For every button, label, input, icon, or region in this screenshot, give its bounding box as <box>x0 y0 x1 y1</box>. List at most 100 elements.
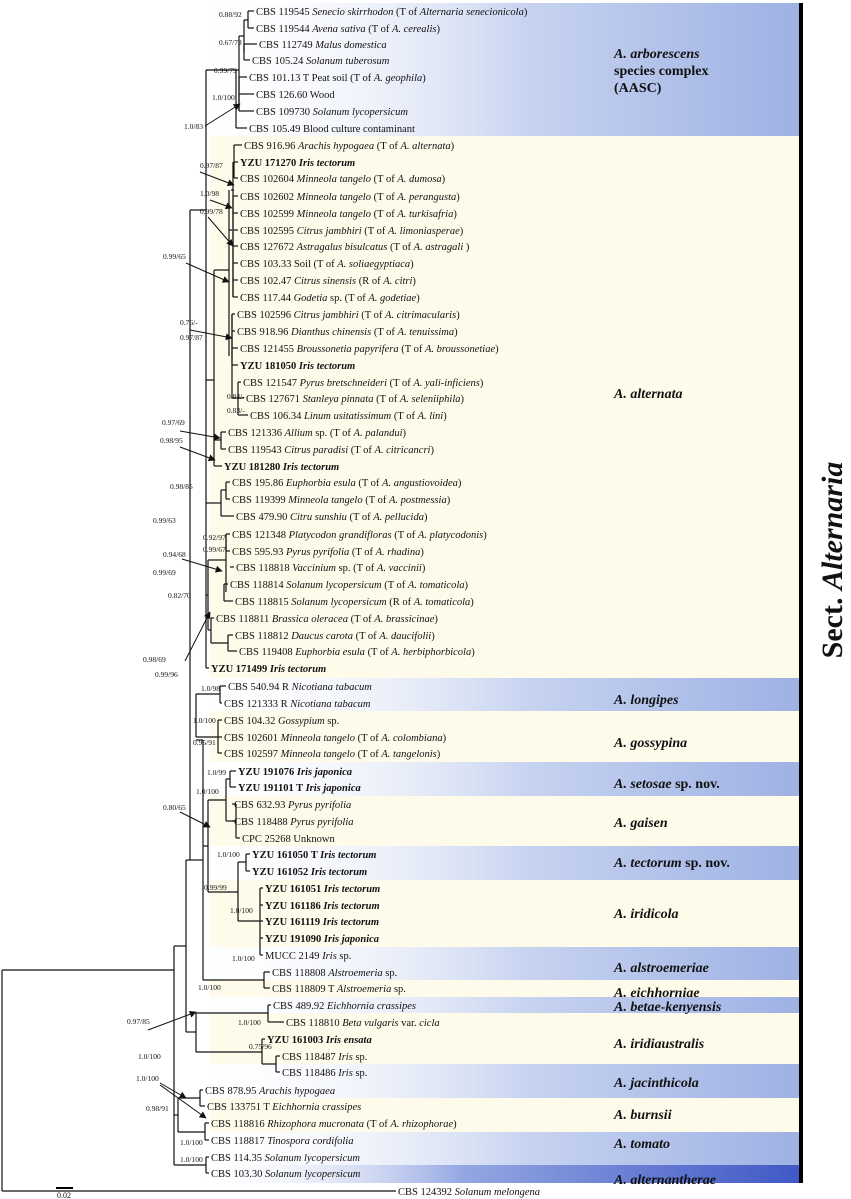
clade-label: A. gossypina <box>613 736 687 751</box>
support-value: 1.0/83 <box>184 122 203 131</box>
leaf-label: CBS 121455 Broussonetia papyrifera (T of… <box>240 344 499 355</box>
support-values: 0.88/92 0.67/73 0.99/79 1.0/100 1.0/83 0.97/8… <box>127 10 272 1164</box>
leaf-label: CBS 121336 Allium sp. (T of A. palandui) <box>228 428 407 439</box>
leaf-label: CBS 118809 T Alstroemeria sp. <box>272 984 406 995</box>
leaf-label: CBS 119543 Citrus paradisi (T of A. citr… <box>228 445 434 456</box>
clade-band <box>190 1132 800 1165</box>
leaf-label: CBS 102597 Minneola tangelo (T of A. tan… <box>224 749 441 760</box>
leaf-label: YZU 161003 Iris ensata <box>267 1035 372 1046</box>
support-value: 0.67/73 <box>219 38 242 47</box>
leaf-label: MUCC 2149 Iris sp. <box>265 951 351 962</box>
leaf-label: CBS 105.49 Blood culture contaminant <box>249 124 415 135</box>
scale-label: 0.02 <box>57 1191 71 1199</box>
leaf-label: YZU 171270 Iris tectorum <box>240 158 355 169</box>
leaf-label: CBS 101.13 T Peat soil (T of A. geophila… <box>249 73 426 84</box>
support-value: 1.0/100 <box>198 983 221 992</box>
support-value: 0.99/79 <box>214 66 237 75</box>
support-value: 0.99/69 <box>153 568 176 577</box>
clade-band <box>210 796 800 846</box>
leaf-label: CBS 127672 Astragalus bisulcatus (T of A… <box>240 242 470 253</box>
clade-band <box>190 947 800 980</box>
clade-band <box>210 136 800 678</box>
leaf-label: CBS 127671 Stanleya pinnata (T of A. sel… <box>246 394 465 405</box>
leaf-label: CBS 118486 Iris sp. <box>282 1068 367 1079</box>
clade-band <box>210 980 800 997</box>
support-arrow <box>209 199 233 210</box>
support-value: 1.0/100 <box>217 850 240 859</box>
tree-branches <box>1 10 396 1192</box>
support-value: 0.75/96 <box>249 1042 272 1051</box>
support-arrow <box>189 329 233 341</box>
leaf-label: CBS 119544 Avena sativa (T of A. cereali… <box>256 24 440 35</box>
leaf-label: CBS 489.92 Eichhornia crassipes <box>273 1001 416 1012</box>
support-value: 1.0/100 <box>238 1018 261 1027</box>
leaf-label: CBS 114.35 Solanum lycopersicum <box>211 1153 360 1164</box>
leaf-label: YZU 161050 T Iris tectorum <box>252 850 376 861</box>
clade-label: A. iridicola <box>613 907 679 922</box>
leaf-label: CBS 632.93 Pyrus pyrifolia <box>234 800 351 811</box>
leaf-label: CBS 119408 Euphorbia esula (T of A. herb… <box>239 647 475 658</box>
leaf-label: CBS 118817 Tinospora cordifolia <box>211 1136 353 1147</box>
leaf-label: YZU 161052 Iris tectorum <box>252 867 367 878</box>
leaf-label: CBS 118810 Beta vulgaris var. cicla <box>286 1018 440 1029</box>
leaf-label: YZU 191090 Iris japonica <box>265 934 379 945</box>
support-arrow <box>185 262 230 283</box>
clade-label: A. iridiaustralis <box>613 1037 705 1052</box>
support-value: 0.92/97 <box>203 533 226 542</box>
leaf-label: CBS 106.34 Linum usitatissimum (T of A. … <box>250 411 447 422</box>
support-value: 0.88/92 <box>219 10 242 19</box>
clade-bands <box>190 3 800 1183</box>
leaf-label: CBS 112749 Malus domestica <box>259 40 387 51</box>
support-value: 1.0/100 <box>180 1138 203 1147</box>
support-arrow <box>147 1010 197 1031</box>
support-value: 1.0/99 <box>207 768 226 777</box>
leaf-label: YZU 181280 Iris tectorum <box>224 462 339 473</box>
leaf-label: CPC 25268 Unknown <box>242 834 336 845</box>
leaf-label: CBS 118488 Pyrus pyrifolia <box>234 817 354 828</box>
leaf-label: CBS 105.24 Solanum tuberosum <box>252 56 390 67</box>
leaf-label: CBS 124392 Solanum melongena <box>398 1187 540 1198</box>
leaf-label: CBS 595.93 Pyrus pyrifolia (T of A. rhad… <box>232 547 424 558</box>
clade-label: A. longipes <box>613 693 679 708</box>
clade-band <box>210 880 800 947</box>
leaf-label: CBS 119399 Minneola tangelo (T of A. pos… <box>232 495 451 506</box>
support-value: 1.0/100 <box>212 93 235 102</box>
leaf-label: YZU 171499 Iris tectorum <box>211 664 326 675</box>
leaf-label: CBS 540.94 R Nicotiana tabacum <box>228 682 372 693</box>
leaf-label: CBS 118818 Vaccinium sp. (T of A. vaccin… <box>236 563 426 574</box>
leaf-label: CBS 118811 Brassica oleracea (T of A. br… <box>216 614 438 625</box>
support-arrow <box>179 446 216 462</box>
leaf-label: CBS 102604 Minneola tangelo (T of A. dum… <box>240 174 446 185</box>
support-arrow <box>199 171 235 187</box>
leaf-label: CBS 104.32 Gossypium sp. <box>224 716 339 727</box>
leaf-label: CBS 103.30 Solanum lycopersicum <box>211 1169 361 1180</box>
support-value: 1.0/100 <box>136 1074 159 1083</box>
support-value: 0.98/95 <box>160 436 183 445</box>
support-value: 1.0/100 <box>180 1155 203 1164</box>
leaf-label: CBS 133751 T Eichhornia crassipes <box>207 1102 361 1113</box>
support-value: 0.98/85 <box>170 482 193 491</box>
clade-label: A. setosae sp. nov. <box>613 777 720 792</box>
clade-band <box>190 1165 800 1183</box>
leaf-labels: CBS 119545 Senecio skirrhodon (T of Alte… <box>205 7 540 1198</box>
support-value: 1.0/100 <box>232 954 255 963</box>
support-value: 0.99/67 <box>203 545 226 554</box>
leaf-label: CBS 118808 Alstroemeria sp. <box>272 968 397 979</box>
support-value: 0.94/68 <box>163 550 186 559</box>
support-value: 0.76/- <box>180 318 198 327</box>
support-value: 0.97/87 <box>180 333 203 342</box>
leaf-label: CBS 118814 Solanum lycopersicum (T of A.… <box>230 580 469 591</box>
support-value: 0.83/- <box>227 406 245 415</box>
support-value: 0.97/87 <box>200 161 223 170</box>
support-arrows <box>147 103 241 1119</box>
support-value: 0.99/63 <box>153 516 176 525</box>
support-arrow <box>179 430 221 441</box>
support-value: 1.0/98 <box>201 684 220 693</box>
support-value: 0.99/96 <box>155 670 178 679</box>
support-arrow <box>159 1082 187 1099</box>
leaf-label: CBS 102602 Minneola tangelo (T of A. per… <box>240 192 460 203</box>
leaf-label: CBS 102599 Minneola tangelo (T of A. tur… <box>240 209 457 220</box>
support-value: 1.0/100 <box>193 716 216 725</box>
